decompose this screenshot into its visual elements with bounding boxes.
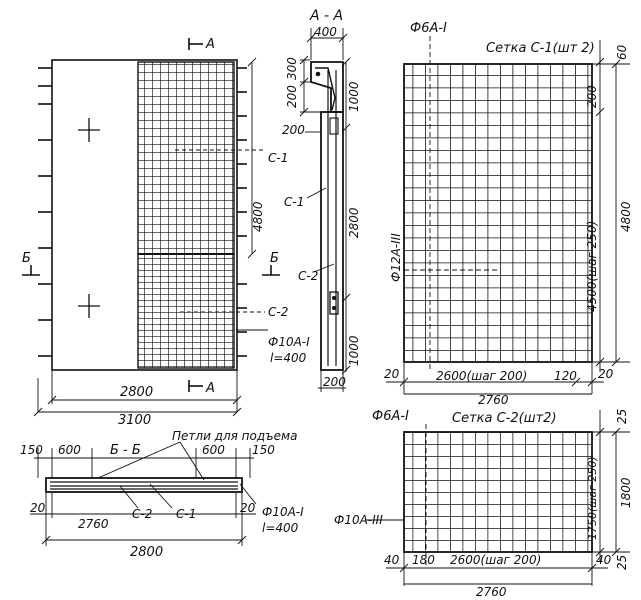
section-aa-dim-200-lower: 200 [282,123,305,137]
section-aa-dim-bottom-200: 200 [323,375,346,389]
mesh-c2-side-bar: Ф10А-III [334,513,383,527]
mesh-c1-dim-2760: 2760 [478,393,509,407]
section-bb-dim-20-left: 20 [30,501,46,515]
panel-bar-note: Ф10А-I [268,335,310,349]
section-aa-dim-1000-bottom: 1000 [347,335,361,366]
mesh-c2-dim-40-right: 40 [596,553,612,567]
section-bb-bar-note: Ф10А-I [262,505,304,519]
section-aa-dim-2800: 2800 [347,207,361,238]
section-bb-dim-600-right: 600 [202,443,225,457]
section-aa-dim-200-upper: 200 [285,85,299,108]
section-bb-dim-150-left: 150 [20,443,43,457]
mesh-c1-dim-2600: 2600(шаг 200) [436,369,527,383]
panel-elevation: А А Б Б С-1 С-2 Ф10А-I l=400 4800 [22,37,310,428]
section-aa-dim-400: 400 [314,25,337,39]
mesh-c2-dim-180: 180 [412,553,435,567]
section-b-marker-left: Б [22,251,31,266]
panel-dim-4800: 4800 [251,201,265,232]
mesh-c1-title: Сетка С-1(шт 2) [486,41,595,56]
section-aa: А - А 400 300 200 200 [282,8,361,392]
section-b-marker-right: Б [270,251,279,266]
mesh-c2: Сетка С-2(шт2) Ф6А-I Ф10А-III 25 1750(ша… [334,409,633,599]
panel-dim-3100: 3100 [118,413,151,428]
mesh-c1-top-bar: Ф6А-I [410,21,447,36]
section-aa-title: А - А [309,8,343,24]
mesh-c1-dim-20-right: 20 [598,367,614,381]
section-aa-label-c1: С-1 [284,195,304,209]
section-bb-dim-2760: 2760 [78,517,109,531]
mesh-c1-dim-4800: 4800 [619,201,633,232]
mesh-c1-dim-60: 60 [615,44,629,60]
section-bb-loops-label: Петли для подъема [172,429,297,443]
mesh-c2-dim-25-top: 25 [615,409,629,424]
section-aa-label-c2: С-2 [298,269,318,283]
mesh-c1-dim-120: 120 [554,369,577,383]
section-bb-dim-150-right: 150 [252,443,275,457]
mesh-c2-dim-1800: 1800 [619,477,633,508]
mesh-c1-dim-20-left: 20 [384,367,400,381]
section-aa-dim-300: 300 [285,57,299,80]
mesh-c2-title: Сетка С-2(шт2) [452,411,557,426]
section-bb-dim-20-right: 20 [240,501,256,515]
section-bb-dim-600-left: 600 [58,443,81,457]
section-bb-dim-2800: 2800 [130,545,163,560]
section-bb-title: Б - Б [110,443,141,458]
mesh-c2-dim-2600: 2600(шаг 200) [450,553,541,567]
mesh-c1-dim-200: 200 [585,85,599,108]
mesh-c1-side-bar: Ф12А-III [389,233,403,282]
panel-label-c1: С-1 [268,151,288,165]
mesh-c2-dim-25-bottom: 25 [615,555,629,570]
panel-bar-length: l=400 [270,351,307,365]
mesh-c2-dim-1750: 1750(шаг 250) [586,456,599,540]
mesh-c1: Сетка С-1(шт 2) Ф6А-I Ф12А-III 60 200 45… [384,21,633,407]
section-a-marker-bottom: А [205,381,215,396]
panel-dim-2800: 2800 [120,385,153,400]
mesh-c1-dim-4500: 4500(шаг 250) [585,221,599,312]
panel-label-c2: С-2 [268,305,288,319]
mesh-c2-dim-40-left: 40 [384,553,400,567]
section-bb: Б - Б Петли для подъема 150 600 600 150 … [20,429,304,560]
mesh-c2-top-bar: Ф6А-I [372,409,409,424]
section-a-marker-top: А [205,37,215,52]
section-bb-bar-length: l=400 [262,521,299,535]
mesh-c2-dim-2760: 2760 [476,585,507,599]
section-aa-dim-1000-top: 1000 [347,81,361,112]
